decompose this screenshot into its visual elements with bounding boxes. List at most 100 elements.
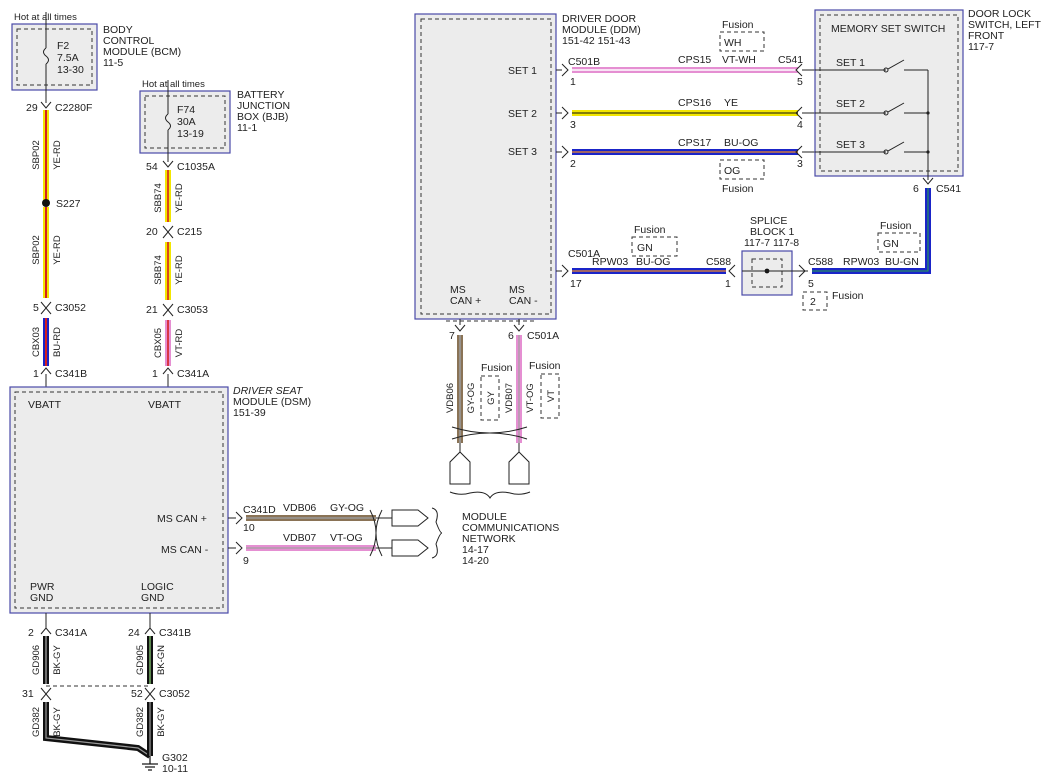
svg-text:CBX03: CBX03: [31, 327, 42, 357]
driver-seat-module: VBATT VBATT MS CAN + MS CAN - PWR GND LO…: [9, 385, 311, 614]
bcm-title-2: CONTROL: [103, 35, 154, 47]
connector-c341a-top: 1 C341A: [152, 367, 209, 387]
ddm-network-brace-icon: [449, 491, 531, 499]
svg-text:GD382: GD382: [135, 707, 146, 737]
svg-text:BU-OG: BU-OG: [636, 256, 670, 268]
svg-text:PWR: PWR: [30, 581, 55, 593]
svg-text:C341A: C341A: [55, 627, 87, 639]
svg-text:RPW03: RPW03: [843, 256, 879, 268]
bcm-page: 11-5: [103, 57, 123, 69]
svg-text:Fusion: Fusion: [722, 19, 754, 31]
svg-text:MS CAN +: MS CAN +: [157, 513, 207, 525]
svg-text:2: 2: [28, 627, 34, 639]
dsm-box: [9, 386, 229, 614]
switch-1-icon: [887, 59, 905, 70]
svg-text:151-42 151-43: 151-42 151-43: [562, 35, 630, 47]
svg-text:3: 3: [570, 119, 576, 131]
svg-text:DOOR LOCK: DOOR LOCK: [968, 8, 1031, 20]
svg-text:BU-OG: BU-OG: [724, 137, 758, 149]
memory-set-switch: MEMORY SET SWITCH SET 1 SET 2 SET 3 DOOR…: [814, 8, 1042, 180]
svg-text:MODULE: MODULE: [462, 511, 507, 523]
svg-text:C341A: C341A: [177, 368, 209, 380]
bcm-fuse-amps: 7.5A: [57, 52, 79, 64]
svg-text:VT-OG: VT-OG: [525, 383, 536, 413]
switch-3-icon: [887, 141, 905, 152]
svg-text:C341B: C341B: [159, 627, 191, 639]
svg-text:Fusion: Fusion: [481, 362, 513, 374]
ground-wires: 2 C341A 24 C341B GD906 BK-GY GD905 BK-GN…: [22, 613, 191, 775]
svg-text:JUNCTION: JUNCTION: [237, 100, 290, 112]
svg-text:G302: G302: [162, 752, 188, 764]
bjb-box: [139, 90, 231, 154]
svg-text:CPS15: CPS15: [678, 54, 711, 66]
svg-text:SET 3: SET 3: [508, 146, 537, 158]
switch-return-wire: 6 C541: [812, 177, 961, 274]
svg-text:VT: VT: [546, 390, 557, 402]
wire-cbx03: CBX03 BU-RD: [31, 318, 63, 366]
fusion-gy-box: [480, 375, 500, 421]
connector-c2280f: 29 C2280F: [26, 90, 92, 114]
splice-inner-dash: [751, 258, 783, 288]
svg-text:C341B: C341B: [55, 368, 87, 380]
ddm-box: [414, 13, 557, 320]
svg-text:2: 2: [570, 158, 576, 170]
fuse-f2-icon: [43, 47, 49, 65]
fusion-og-box: [719, 159, 765, 180]
svg-text:17: 17: [570, 278, 582, 290]
svg-text:3: 3: [797, 158, 803, 170]
wire-cbx05: CBX05 VT-RD: [153, 320, 185, 366]
svg-text:YE-RD: YE-RD: [174, 255, 185, 285]
svg-text:OG: OG: [724, 165, 740, 177]
connector-c341b-top: 1 C341B: [33, 367, 87, 387]
svg-text:5: 5: [33, 302, 39, 314]
svg-text:10-11: 10-11: [162, 763, 188, 775]
wire-sbb74-lower: SBB74 YE-RD: [153, 242, 185, 300]
svg-text:LOGIC: LOGIC: [141, 581, 174, 593]
svg-text:GND: GND: [141, 592, 165, 604]
svg-text:MS: MS: [450, 284, 466, 296]
svg-text:GY-OG: GY-OG: [330, 502, 364, 514]
svg-text:Fusion: Fusion: [880, 220, 912, 232]
svg-text:C3052: C3052: [159, 688, 190, 700]
bjb-hot-label: Hot at all times: [142, 79, 205, 90]
svg-text:24: 24: [128, 627, 140, 639]
svg-text:GD906: GD906: [31, 645, 42, 675]
svg-text:GD905: GD905: [135, 645, 146, 675]
svg-text:NETWORK: NETWORK: [462, 533, 516, 545]
fusion-gn-right-box: [877, 232, 921, 253]
bcm-fuse-label: F2: [57, 40, 69, 52]
svg-text:VBATT: VBATT: [28, 399, 62, 411]
svg-text:7: 7: [449, 330, 455, 342]
splice-s227: S227: [42, 198, 81, 210]
svg-text:Fusion: Fusion: [529, 360, 561, 372]
can-lo-terminal-icon: [391, 539, 429, 557]
dsm-inner-dash: [14, 391, 224, 609]
svg-text:WH: WH: [724, 37, 742, 49]
fusion-gn-left-box: [631, 236, 678, 257]
svg-text:BU-GN: BU-GN: [885, 256, 919, 268]
bcm-box: [11, 23, 98, 91]
svg-text:SBP02: SBP02: [31, 140, 42, 170]
svg-text:BK-GY: BK-GY: [52, 645, 63, 675]
svg-text:MEMORY SET SWITCH: MEMORY SET SWITCH: [831, 23, 945, 35]
svg-text:BLOCK 1: BLOCK 1: [750, 226, 795, 238]
svg-text:14-20: 14-20: [462, 555, 489, 567]
dsm-can-wires: C341D 10 9 VDB06 GY-OG VDB07 VT-OG: [228, 502, 443, 567]
svg-text:CAN +: CAN +: [450, 295, 481, 307]
fusion-vt-box: [540, 373, 560, 419]
can-hi-terminal-icon: [391, 509, 429, 527]
svg-text:SET 2: SET 2: [836, 98, 865, 110]
svg-text:GD382: GD382: [31, 707, 42, 737]
bjb-fuse-group: Hot at all times F74 30A 13-19 BATTERY J…: [139, 79, 290, 154]
svg-text:VDB06: VDB06: [283, 502, 316, 514]
bcm-inner-dash: [16, 28, 93, 86]
svg-text:BK-GY: BK-GY: [52, 707, 63, 737]
svg-text:C541: C541: [936, 183, 961, 195]
svg-text:20: 20: [146, 226, 158, 238]
svg-text:BU-RD: BU-RD: [52, 327, 63, 357]
svg-text:C541: C541: [778, 54, 803, 66]
ddm-can-hi-terminal-icon: [449, 451, 471, 485]
svg-text:C3053: C3053: [177, 304, 208, 316]
svg-text:11-1: 11-1: [237, 122, 257, 134]
svg-text:DRIVER DOOR: DRIVER DOOR: [562, 13, 637, 25]
